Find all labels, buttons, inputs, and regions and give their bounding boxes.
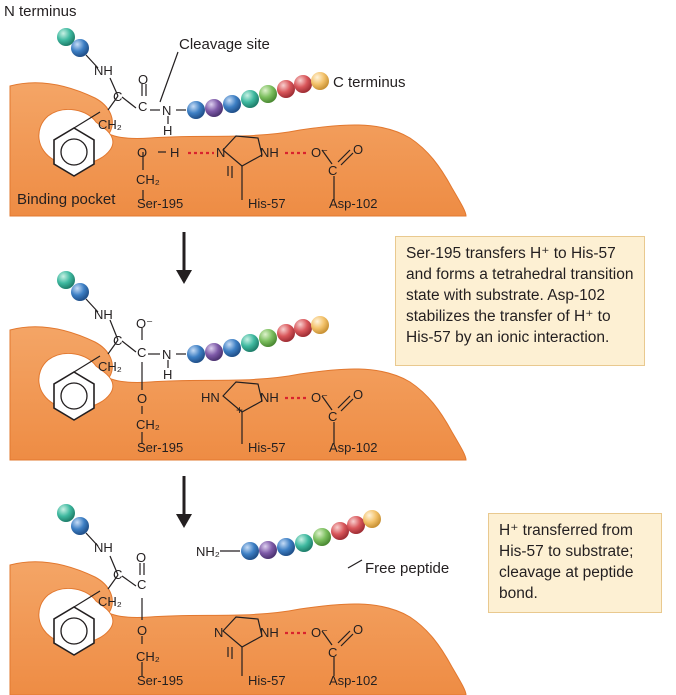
nh-label-2: NH [94,307,113,322]
n-terminus-label: N terminus [4,3,77,20]
ser-h-label-1: H [170,145,180,160]
backbone-bonds-1 [73,51,354,200]
nh-label-1: NH [94,63,113,78]
carbonyl-c-label-3: C [137,577,147,592]
nh2-label-3: NH₂ [196,544,220,559]
asp-102-label-1: Asp-102 [329,196,378,211]
asp-c-label-1: C [328,163,338,178]
benzene-ring-3 [53,606,95,656]
asp-102-label-3: Asp-102 [329,673,378,688]
benzene-ring-2 [53,371,95,421]
his-n-label-1: N [216,145,226,160]
his-plus-label-2: + [236,403,244,417]
his-nh-label-2: NH [260,390,279,405]
carbonyl-c-label-2: C [137,345,147,360]
ser-o-label-2: O [137,391,148,406]
step-3-note-line-2: His-57 to substrate; [499,543,634,560]
step-arrow-2 [176,476,192,528]
ch2-label-2: CH₂ [98,359,122,374]
amide-n-label-2: N [162,347,172,362]
oxyanion-label-2: O⁻ [136,316,153,331]
carbonyl-o-label-3: O [136,550,147,565]
ch2-label-1: CH₂ [98,117,122,132]
his-57-label-1: His-57 [248,196,286,211]
step-2-note-line-4: stabilizes the transfer of H⁺ to [406,308,611,325]
peptide-chain-1 [57,28,329,119]
amide-n-label-1: N [162,103,172,118]
ser-195-label-1: Ser-195 [137,196,184,211]
peptide-chain-3 [57,504,381,560]
backbone-bonds-3 [73,550,363,676]
c-alpha-label-3: C [113,567,123,582]
asp-o-label-2: O⁻ [311,390,328,405]
asp-o2-label-3: O [353,622,364,637]
carbonyl-o-label-1: O [138,72,149,87]
asp-o2-label-2: O [353,387,364,402]
free-peptide-label: Free peptide [365,560,450,577]
step-3-note-line-3: cleavage at peptide [499,564,634,581]
amide-h-label-2: H [163,367,173,382]
his-57-label-3: His-57 [248,673,286,688]
step-arrow-1 [176,232,192,284]
panel-1 [9,28,467,217]
ser-ch2-label-3: CH₂ [136,649,160,664]
step-2-note-line-3: state with substrate. Asp-102 [406,287,606,304]
c-alpha-label-2: C [113,333,123,348]
asp-c-label-3: C [328,645,338,660]
ser-ch2-label-2: CH₂ [136,417,160,432]
benzene-ring-1 [53,127,95,177]
ser-195-label-3: Ser-195 [137,673,184,688]
c-alpha-label-1: C [113,89,123,104]
asp-o-label-3: O⁻ [311,625,328,640]
asp-o2-label-1: O [353,142,364,157]
his-n-label-3: N [214,625,224,640]
step-2-note-line-2: and forms a tetrahedral transition [406,266,634,283]
cleavage-site-label: Cleavage site [179,36,270,53]
asp-102-label-2: Asp-102 [329,440,378,455]
step-2-note-line-5: His-57 by an ionic interaction. [406,329,610,346]
panel-2 [9,271,467,461]
amide-h-label-1: H [163,123,173,138]
step-3-note-line-1: H⁺ transferred from [499,522,633,539]
c-terminus-label: C terminus [333,74,406,91]
ser-o-label-3: O [137,623,148,638]
ser-ch2-label-1: CH₂ [136,172,160,187]
step-2-note-line-1: Ser-195 transfers H⁺ to His-57 [406,245,616,262]
carbonyl-c-label-1: C [138,99,148,114]
asp-c-label-2: C [328,409,338,424]
nh-label-3: NH [94,540,113,555]
ser-o-label-1: O [137,145,148,160]
backbone-bonds-2 [73,319,354,444]
his-nh-label-1: NH [260,145,279,160]
his-57-label-2: His-57 [248,440,286,455]
peptide-chain-2 [57,271,329,363]
his-nh-label-3: NH [260,625,279,640]
step-3-note-line-4: bond. [499,585,538,602]
step-3-note: H⁺ transferred from His-57 to substrate;… [488,513,662,613]
ser-195-label-2: Ser-195 [137,440,184,455]
panel-3 [9,504,467,695]
binding-pocket-label: Binding pocket [17,191,116,208]
asp-o-label-1: O⁻ [311,145,328,160]
step-2-note: Ser-195 transfers H⁺ to His-57 and forms… [395,236,645,366]
his-hn-label-2: HN [201,390,220,405]
ch2-label-3: CH₂ [98,594,122,609]
